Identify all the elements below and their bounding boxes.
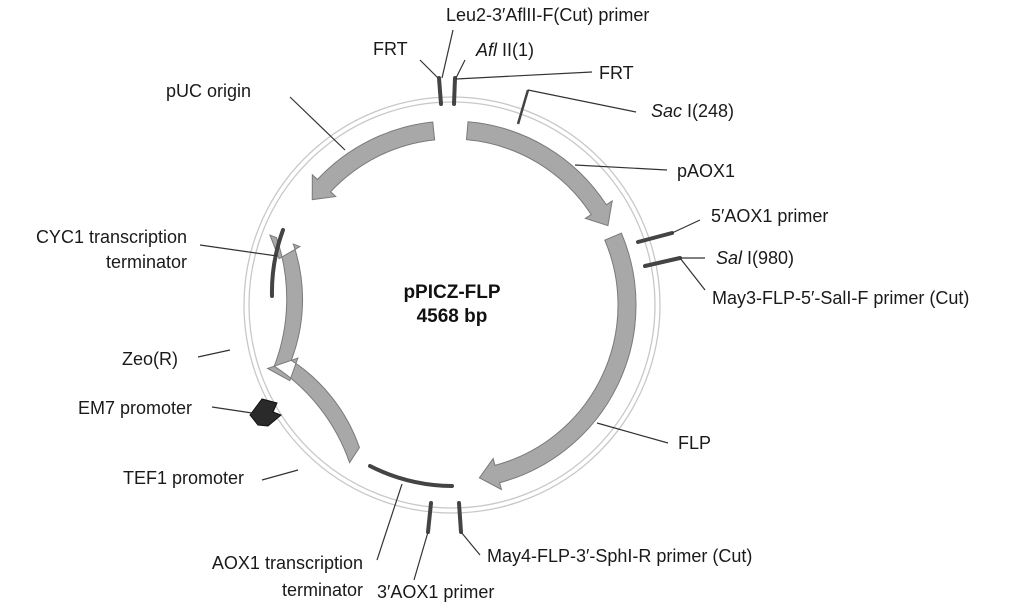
saci-rest: I(248) — [682, 101, 734, 121]
label-aox1-3-primer: 3′AOX1 primer — [377, 582, 494, 602]
label-em7: EM7 promoter — [78, 398, 192, 418]
zeo-arrow — [269, 234, 304, 368]
leader-aflii — [455, 59, 466, 79]
leader-cyc1 — [199, 244, 278, 257]
label-aox1-tt-line2: terminator — [282, 580, 363, 600]
leader-leu2 — [441, 29, 454, 79]
label-frt-right: FRT — [599, 63, 634, 83]
leader-aox1-5 — [671, 219, 701, 234]
frt-right-marker — [452, 76, 457, 106]
label-cyc1-line2: terminator — [106, 252, 187, 272]
label-zeo: Zeo(R) — [122, 349, 178, 369]
leader-aox1-tt — [376, 483, 403, 561]
sali-rest: I(980) — [742, 248, 794, 268]
leader-flp — [596, 422, 669, 444]
sali-italic: Sal — [716, 248, 743, 268]
label-tef1: TEF1 promoter — [123, 468, 244, 488]
puc-origin-arrow — [311, 121, 436, 201]
leader-aox1-3 — [413, 531, 429, 581]
label-puc-origin: pUC origin — [166, 81, 251, 101]
flp-arrow — [478, 232, 637, 491]
tef1-promoter-arrow — [266, 357, 360, 464]
label-aflii: Afl II(1) — [475, 40, 534, 60]
leader-tef1 — [261, 469, 299, 481]
leader-frt-right — [455, 71, 593, 80]
label-aox1-5-primer: 5′AOX1 primer — [711, 206, 828, 226]
backbone-ring-inner — [248, 101, 656, 509]
leader-puc — [289, 96, 346, 151]
label-cyc1-line1: CYC1 transcription — [36, 227, 187, 247]
cyc1-terminator-marker — [269, 228, 285, 298]
leader-frt-left — [419, 59, 439, 79]
aox1-3-primer-marker — [426, 501, 433, 534]
label-may3-primer: May3-FLP-5′-SalI-F primer (Cut) — [712, 288, 969, 308]
leader-may4 — [460, 531, 481, 556]
frt-left-marker — [437, 76, 443, 106]
plasmid-size: 4568 bp — [417, 306, 488, 327]
leader-saci — [527, 89, 637, 113]
backbone-ring-outer — [243, 96, 661, 514]
label-frt-left: FRT — [373, 39, 408, 59]
saci-italic: Sac — [651, 101, 682, 121]
may4-primer-marker — [457, 501, 463, 534]
leader-em7 — [211, 406, 253, 414]
label-sali: Sal I(980) — [716, 248, 794, 268]
paox1-arrow — [465, 121, 613, 227]
label-saci: Sac I(248) — [651, 101, 734, 121]
label-may4-primer: May4-FLP-3′-SphI-R primer (Cut) — [487, 546, 752, 566]
label-paox1: pAOX1 — [677, 161, 735, 181]
leader-zeo — [197, 349, 231, 358]
plasmid-name: pPICZ-FLP — [403, 282, 500, 303]
label-aox1-tt-line1: AOX1 transcription — [212, 553, 363, 573]
aflii-rest: II(1) — [497, 40, 534, 60]
aox1-terminator-marker — [368, 464, 454, 488]
label-leu2-primer: Leu2-3′AflII-F(Cut) primer — [446, 5, 649, 25]
leader-paox1 — [574, 164, 668, 171]
aox1-5-primer-marker — [636, 231, 674, 244]
may3-primer-marker — [643, 256, 682, 268]
aflii-italic: Afl — [475, 40, 498, 60]
em7-promoter-arrow — [249, 398, 282, 427]
leader-may3 — [679, 257, 706, 291]
saci-site-marker — [516, 89, 530, 125]
label-flp: FLP — [678, 433, 711, 453]
